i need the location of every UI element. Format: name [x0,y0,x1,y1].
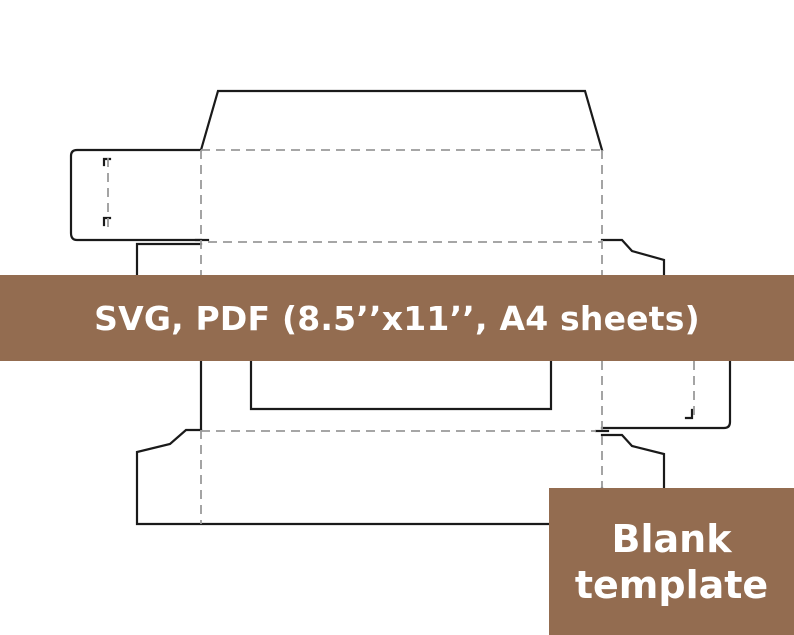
left-tuck-tab-cut [69,148,203,242]
format-banner-text: SVG, PDF (8.5’’x11’’, A4 sheets) [94,298,700,338]
blank-template-badge: Blank template [549,488,794,635]
left-upper-dust-flap-cut [135,242,203,277]
badge-line-1: Blank [611,516,732,561]
right-lower-dust-flap-cut [600,433,666,490]
bottom-panel-cut [135,428,604,526]
left-tab-slit-bottom [102,216,112,227]
badge-line-2: template [574,562,769,607]
right-upper-dust-flap-cut [600,238,666,277]
top-lid-flap-cut [199,89,604,152]
left-tab-slit-top [102,157,112,167]
format-banner: SVG, PDF (8.5’’x11’’, A4 sheets) [0,275,794,361]
window-cutout [249,359,553,411]
right-tab-slit-bottom [684,408,694,420]
right-tuck-tab-cut [600,359,732,430]
